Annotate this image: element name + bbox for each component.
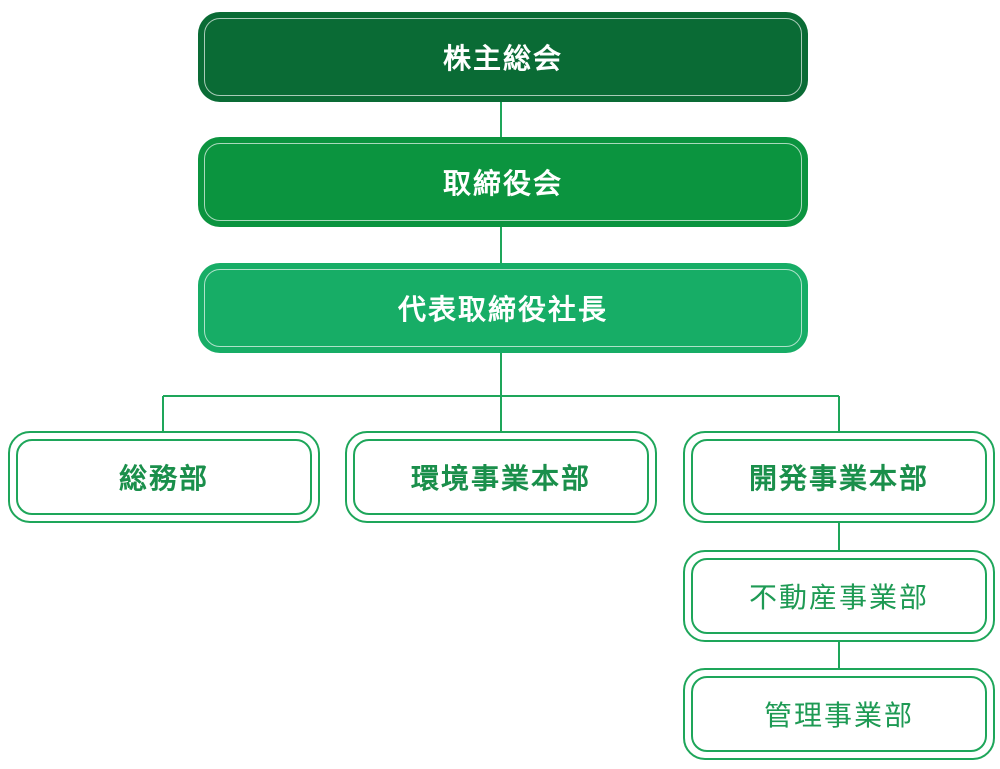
- shareholders-meeting-label: 株主総会: [442, 42, 563, 75]
- development-division-label: 開発事業本部: [748, 462, 929, 495]
- real-estate-department-box: 不動産事業部: [683, 550, 995, 642]
- environmental-division-box: 環境事業本部: [345, 431, 657, 523]
- development-division-box: 開発事業本部: [683, 431, 995, 523]
- environmental-division-label: 環境事業本部: [410, 462, 591, 495]
- real-estate-department-label: 不動産事業部: [748, 581, 929, 614]
- general-affairs-box: 総務部: [8, 431, 320, 523]
- president-box: 代表取締役社長: [198, 263, 808, 353]
- board-of-directors-label: 取締役会: [442, 167, 563, 200]
- management-department-label: 管理事業部: [763, 699, 914, 732]
- general-affairs-label: 総務部: [118, 462, 209, 495]
- management-department-box: 管理事業部: [683, 668, 995, 760]
- board-of-directors-box: 取締役会: [198, 137, 808, 227]
- shareholders-meeting-box: 株主総会: [198, 12, 808, 102]
- president-label: 代表取締役社長: [397, 293, 608, 326]
